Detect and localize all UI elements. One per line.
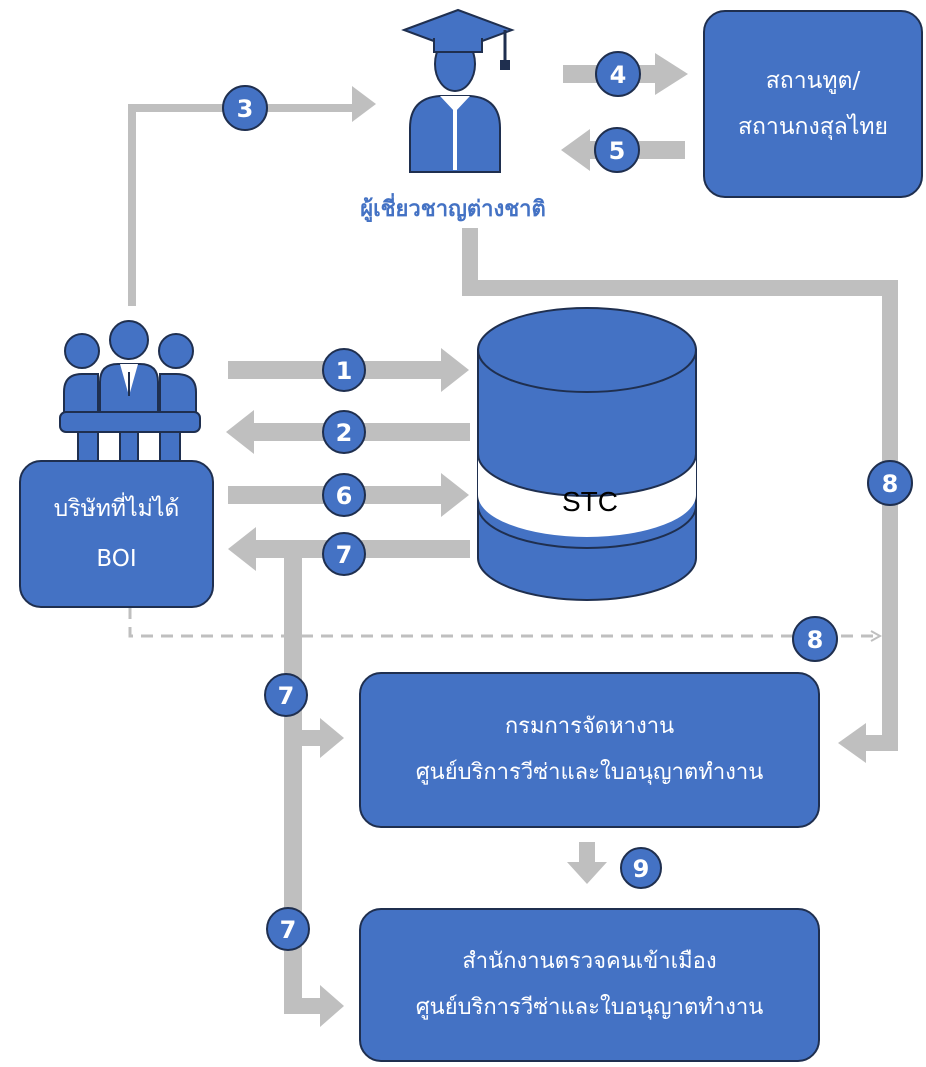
step-badge-7-doe: 7 [264, 673, 308, 717]
step-badge-9: 9 [620, 847, 662, 889]
arrow-7-branch-to-immigration [290, 985, 344, 1027]
step-badge-6: 6 [322, 473, 366, 517]
step-badge-7-immigration: 7 [266, 907, 310, 951]
doe-line-1: กรมการจัดหางาน [504, 714, 675, 739]
svg-text:5: 5 [609, 137, 626, 165]
immigration-line-1: สำนักงานตรวจคนเข้าเมือง [462, 949, 717, 974]
arrow-3-company-to-expert [128, 86, 376, 306]
step-badge-8-expert: 8 [867, 460, 913, 506]
arrow-8-dashed-company-to-doe [128, 607, 880, 636]
arrow-7-trunk [284, 549, 302, 1014]
company-box: บริษัทที่ไม่ได้ BOI [19, 460, 214, 608]
svg-text:8: 8 [807, 626, 824, 654]
embassy-box: สถานทูต/ สถานกงสุลไทย [703, 10, 923, 198]
svg-text:7: 7 [336, 541, 353, 569]
svg-text:3: 3 [237, 95, 254, 123]
doe-line-2: ศูนย์บริการวีซ่าและใบอนุญาตทำงาน [415, 760, 764, 785]
step-badge-2: 2 [322, 410, 366, 454]
embassy-line-2: สถานกงสุลไทย [737, 114, 889, 140]
immigration-box: สำนักงานตรวจคนเข้าเมือง ศูนย์บริการวีซ่า… [359, 908, 820, 1062]
svg-text:1: 1 [336, 357, 353, 385]
svg-text:8: 8 [882, 470, 899, 498]
step-badge-8-dashed: 8 [792, 616, 838, 662]
company-line-1: บริษัทที่ไม่ได้ [53, 496, 180, 522]
expert-label: ผู้เชี่ยวชาญต่างชาติ [360, 197, 546, 222]
stc-label: STC [562, 486, 618, 517]
arrow-8-expert-to-doe [462, 228, 898, 763]
svg-text:7: 7 [278, 682, 295, 710]
doe-box: กรมการจัดหางาน ศูนย์บริการวีซ่าและใบอนุญ… [359, 672, 820, 828]
svg-text:9: 9 [633, 855, 650, 883]
arrow-9-doe-to-immigration [567, 842, 607, 884]
embassy-line-1: สถานทูต/ [765, 68, 861, 94]
step-badge-3: 3 [222, 85, 268, 131]
svg-text:2: 2 [336, 419, 353, 447]
svg-text:7: 7 [280, 916, 297, 944]
step-badge-1: 1 [322, 348, 366, 392]
arrow-7-branch-to-doe [302, 718, 344, 758]
step-badge-4: 4 [595, 51, 641, 97]
immigration-line-2: ศูนย์บริการวีซ่าและใบอนุญาตทำงาน [415, 995, 764, 1020]
step-badge-5: 5 [594, 127, 640, 173]
step-badge-7-stc: 7 [322, 532, 366, 576]
svg-text:4: 4 [610, 61, 627, 89]
people-group-icon [59, 320, 201, 463]
database-cylinder-icon [477, 307, 697, 601]
company-line-2: BOI [96, 546, 137, 572]
svg-text:6: 6 [336, 482, 353, 510]
graduate-person-icon [401, 8, 515, 173]
